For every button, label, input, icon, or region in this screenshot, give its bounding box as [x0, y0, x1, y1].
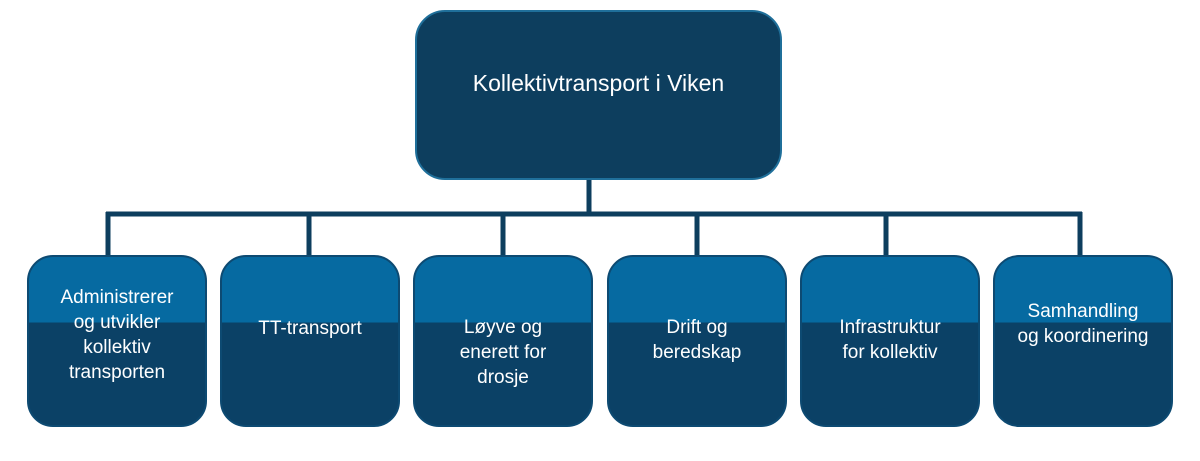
child-node-administration: Administrerer og utvikler kollektiv tran…	[27, 255, 207, 427]
child-node-label: Drift og beredskap	[652, 317, 742, 363]
child-node-infrastruktur: Infrastruktur for kollektiv	[800, 255, 980, 427]
child-node-label: Løyve og enerett for drosje	[459, 317, 547, 388]
root-node: Kollektivtransport i Viken	[415, 10, 782, 180]
child-node-label: Infrastruktur for kollektiv	[839, 317, 941, 363]
child-node-drift: Drift og beredskap	[607, 255, 787, 427]
child-node-drosje: Løyve og enerett for drosje	[413, 255, 593, 427]
child-node-label: TT-transport	[258, 318, 362, 339]
child-node-tt-transport: TT-transport	[220, 255, 400, 427]
child-node-label: Samhandling og koordinering	[1017, 301, 1149, 347]
child-node-samhandling: Samhandling og koordinering	[993, 255, 1173, 427]
root-node-label: Kollektivtransport i Viken	[472, 69, 725, 96]
child-node-label: Administrerer og utvikler kollektiv tran…	[60, 287, 174, 383]
